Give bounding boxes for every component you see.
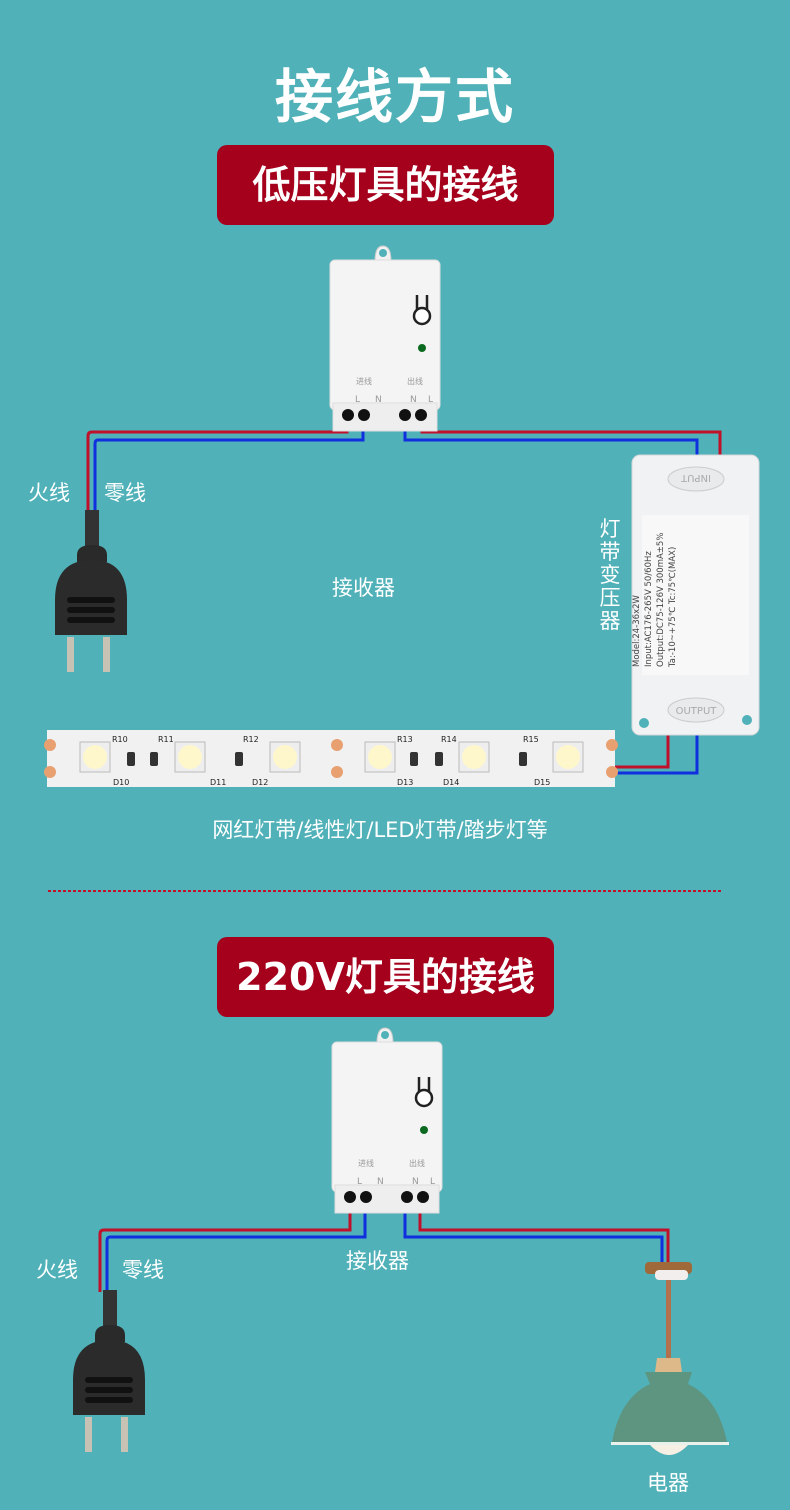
svg-text:L: L <box>430 1177 435 1187</box>
svg-text:N: N <box>410 395 417 405</box>
svg-text:D14: D14 <box>443 778 459 787</box>
svg-text:N: N <box>412 1177 419 1187</box>
neutral-wire-right <box>403 418 699 458</box>
svg-text:R15: R15 <box>523 735 539 744</box>
live-wire-right <box>418 1210 670 1262</box>
svg-text:D11: D11 <box>210 778 226 787</box>
svg-text:L: L <box>355 395 360 405</box>
strip-caption: 网红灯带/线性灯/LED灯带/踏步灯等 <box>212 818 548 842</box>
live-wire-label: 火线 <box>28 481 70 505</box>
svg-text:D10: D10 <box>113 778 129 787</box>
svg-text:进线: 进线 <box>358 1158 374 1168</box>
pendant-lamp <box>611 1262 729 1455</box>
resistors <box>127 752 527 766</box>
svg-text:Input:AC176-265V 50/60Hz: Input:AC176-265V 50/60Hz <box>644 551 654 667</box>
section1-diagram: 进线 出线 L N N L INPUT OUTPUT Model:24-36x2… <box>44 245 760 892</box>
section1-wires <box>86 418 722 775</box>
svg-text:N: N <box>375 395 382 405</box>
svg-text:D13: D13 <box>397 778 413 787</box>
live-wire-left <box>98 1210 352 1292</box>
power-plug <box>73 1290 145 1452</box>
svg-text:D15: D15 <box>534 778 550 787</box>
svg-text:R10: R10 <box>112 735 128 744</box>
svg-text:进线: 进线 <box>356 376 372 386</box>
svg-text:N: N <box>377 1177 384 1187</box>
section2-wires <box>98 1210 670 1292</box>
svg-text:OUTPUT: OUTPUT <box>676 706 718 717</box>
svg-text:R11: R11 <box>158 735 174 744</box>
receiver-label: 接收器 <box>332 576 395 600</box>
svg-text:L: L <box>357 1177 362 1187</box>
transformer-label: 灯带变压器 <box>599 517 621 633</box>
svg-text:Model:24-36x2W: Model:24-36x2W <box>632 594 642 667</box>
svg-text:Output:DC75-126V 300mA±5%: Output:DC75-126V 300mA±5% <box>656 533 666 667</box>
svg-text:R14: R14 <box>441 735 457 744</box>
svg-text:Ta:-10~+75℃ Tc:75℃(MAX): Ta:-10~+75℃ Tc:75℃(MAX) <box>668 547 678 668</box>
neutral-wire-left <box>93 418 365 520</box>
svg-text:出线: 出线 <box>407 376 423 386</box>
live-wire-right <box>420 418 722 458</box>
power-plug <box>55 510 127 672</box>
receiver-module: 进线 出线 L N N L <box>331 1027 443 1214</box>
neutral-wire-output <box>615 735 699 775</box>
svg-text:L: L <box>428 395 433 405</box>
section1-banner: 低压灯具的接线 <box>217 145 554 225</box>
receiver-module: 进线 出线 L N N L <box>329 245 441 432</box>
led-transformer: INPUT OUTPUT Model:24-36x2W Input:AC176-… <box>631 454 760 736</box>
neutral-wire-left <box>105 1210 367 1292</box>
page-title: 接线方式 <box>274 63 515 131</box>
live-wire-left <box>86 418 349 520</box>
led-strip: R10 R11 R12 R13 R14 R15 D10 D11 D12 D13 … <box>44 730 618 787</box>
live-wire-output <box>615 735 670 769</box>
svg-text:D12: D12 <box>252 778 268 787</box>
svg-text:出线: 出线 <box>409 1158 425 1168</box>
appliance-label: 电器 <box>647 1471 689 1495</box>
section2-diagram: 进线 出线 L N N L <box>73 1027 729 1455</box>
neutral-wire-label: 零线 <box>104 481 146 505</box>
svg-text:R13: R13 <box>397 735 413 744</box>
svg-text:R12: R12 <box>243 735 259 744</box>
neutral-wire-right <box>403 1210 664 1262</box>
section2-banner: 220V灯具的接线 <box>217 937 554 1017</box>
neutral-wire-label: 零线 <box>122 1258 164 1282</box>
live-wire-label: 火线 <box>36 1258 78 1282</box>
led-chips <box>79 741 584 773</box>
receiver-label: 接收器 <box>346 1249 409 1273</box>
svg-text:INPUT: INPUT <box>680 472 711 483</box>
